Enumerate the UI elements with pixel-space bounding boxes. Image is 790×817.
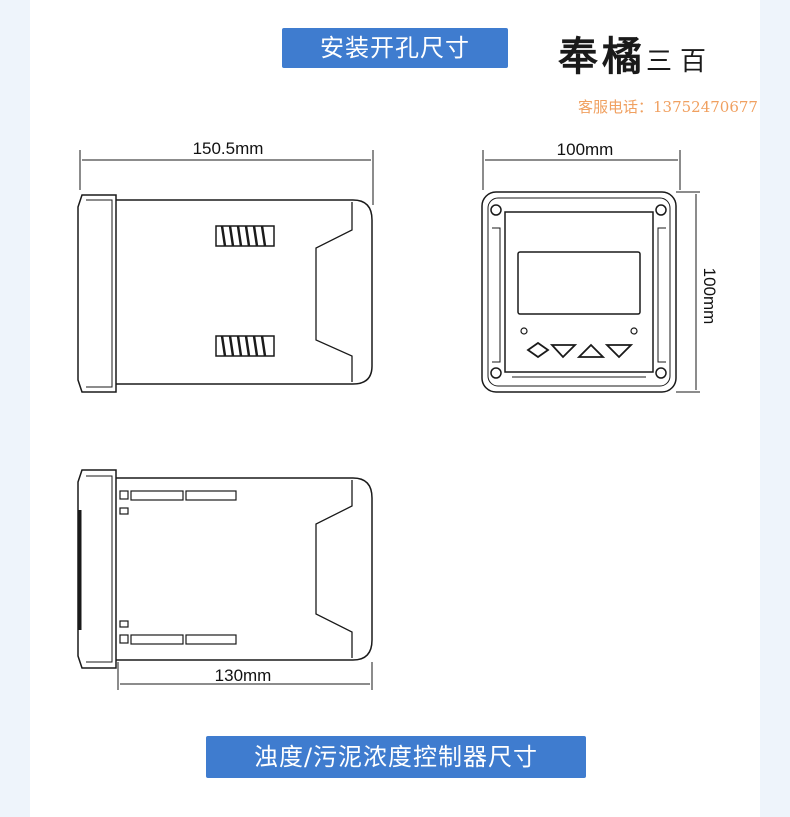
section-banner-install-cutout: 安装开孔尺寸 <box>282 28 508 68</box>
screw-icon <box>490 204 502 216</box>
front-housing <box>481 191 677 393</box>
front-buttons <box>526 341 634 359</box>
screw-icon <box>655 204 667 216</box>
dim-label-top-depth: 130mm <box>215 666 272 685</box>
section-banner-controller-size: 浊度/污泥浓度控制器尺寸 <box>206 736 586 778</box>
side-bezel <box>77 194 117 393</box>
dim-label-side-width: 150.5mm <box>193 139 264 158</box>
brand-name-small: 三百 <box>646 47 715 77</box>
side-view <box>77 150 374 393</box>
front-face <box>504 211 654 373</box>
terminal-slot <box>130 634 184 645</box>
side-clip-upper <box>215 225 275 247</box>
service-phone: 客服电话：13752470677 <box>578 98 758 116</box>
terminal-slot <box>185 634 237 645</box>
button-icon <box>604 344 634 359</box>
terminal-slot <box>185 490 237 501</box>
dim-label-front-width: 100mm <box>557 140 614 159</box>
button-icon <box>576 343 606 358</box>
top-bezel <box>77 469 117 669</box>
button-icon <box>549 344 578 359</box>
dim-label-front-height: 100mm <box>700 268 719 325</box>
top-rear-step <box>315 480 353 658</box>
screw-icon <box>655 367 667 379</box>
side-clip-lower <box>215 335 275 357</box>
top-view <box>77 469 373 690</box>
top-body <box>116 477 373 661</box>
indicator-led <box>630 327 638 335</box>
brand-name-large: 奉橘 <box>558 33 646 80</box>
front-view <box>481 150 700 393</box>
indicator-led <box>520 327 528 335</box>
side-rear-step <box>315 202 353 382</box>
terminal-slot <box>130 490 184 501</box>
button-icon <box>526 341 550 359</box>
content-panel <box>30 0 760 817</box>
screw-icon <box>490 367 502 379</box>
display-window <box>517 251 641 315</box>
side-body <box>116 199 373 385</box>
brand-logo: 奉橘三百 <box>558 24 778 84</box>
